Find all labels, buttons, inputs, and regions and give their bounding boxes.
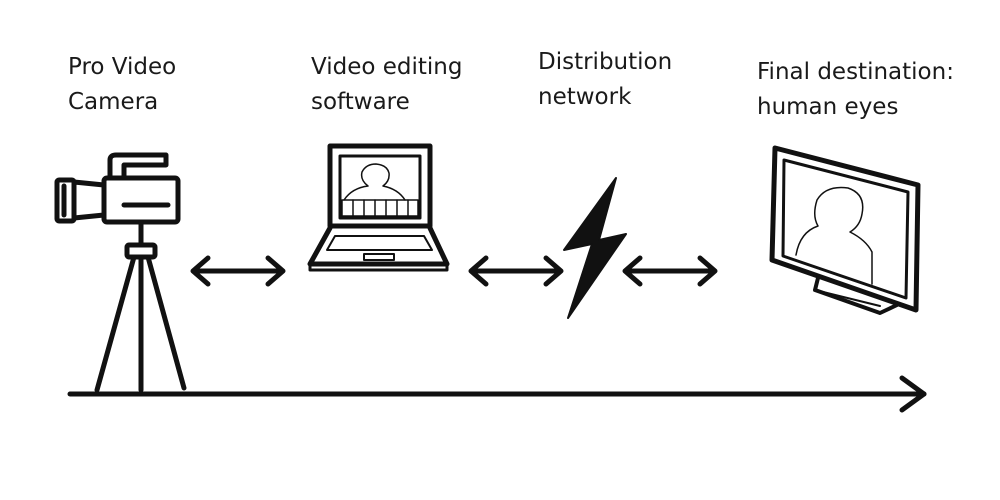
laptop-icon bbox=[307, 143, 450, 272]
destination-label: Final destination: human eyes bbox=[757, 55, 954, 125]
network-label: Distribution network bbox=[538, 45, 672, 115]
monitor-icon bbox=[769, 145, 921, 315]
double-arrow-icon bbox=[468, 255, 564, 287]
destination-label-line1: Final destination: bbox=[757, 59, 954, 85]
video-camera-icon bbox=[54, 152, 187, 393]
camera-label-line2: Camera bbox=[68, 89, 159, 115]
timeline-arrow-icon bbox=[67, 375, 927, 413]
double-arrow-icon bbox=[622, 255, 718, 287]
destination-label-line2: human eyes bbox=[757, 94, 899, 120]
lightning-bolt-icon bbox=[563, 177, 627, 319]
software-label-line1: Video editing bbox=[311, 54, 463, 80]
network-label-line2: network bbox=[538, 84, 632, 110]
software-label: Video editing software bbox=[311, 50, 462, 120]
camera-label: Pro Video Camera bbox=[68, 50, 176, 120]
camera-label-line1: Pro Video bbox=[68, 54, 177, 80]
network-label-line1: Distribution bbox=[538, 49, 673, 75]
software-label-line2: software bbox=[311, 89, 410, 115]
double-arrow-icon bbox=[190, 255, 286, 287]
